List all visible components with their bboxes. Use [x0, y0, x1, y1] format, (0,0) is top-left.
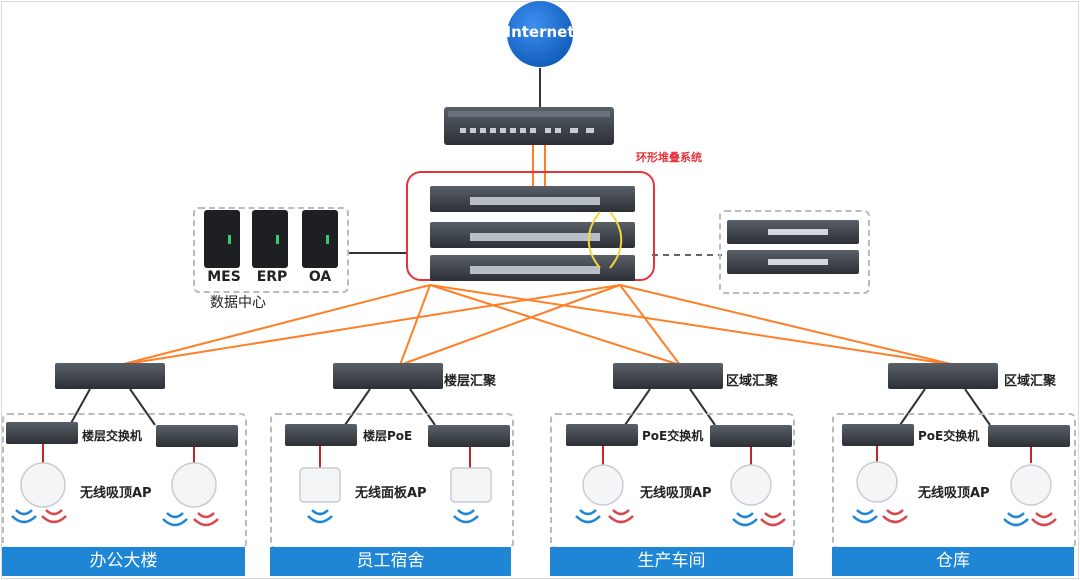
ap-label-office: 无线吸顶AP — [80, 486, 152, 501]
datacenter-box — [193, 207, 349, 293]
wifi-signal-icons — [11, 509, 1057, 527]
firewall-box — [719, 210, 870, 294]
aggregation-switches — [55, 363, 998, 389]
access-label-workshop: PoE交换机 — [642, 429, 704, 443]
access-label-warehouse: PoE交换机 — [918, 429, 980, 443]
aggregation-to-access-links — [69, 388, 991, 426]
server-label-erp: ERP — [256, 269, 288, 285]
zone-bar-warehouse: 仓库 — [832, 547, 1074, 576]
agg-label-workshop: 区域汇聚 — [726, 374, 779, 389]
access-to-ap-links — [42, 444, 1032, 468]
access-label-dorm: 楼层PoE — [363, 429, 413, 443]
firewall-devices — [727, 220, 859, 274]
agg-label-dorm: 楼层汇聚 — [444, 374, 497, 389]
core-router — [444, 107, 614, 145]
zone-bar-dorm: 员工宿舍 — [270, 547, 511, 576]
agg-label-warehouse: 区域汇聚 — [1004, 374, 1057, 389]
panel-ap-icons — [299, 467, 492, 503]
server-icons — [204, 210, 338, 268]
core-stack-switches — [430, 186, 635, 281]
stack-label: 环形堆叠系统 — [636, 151, 702, 164]
zone-bar-workshop: 生产车间 — [550, 547, 793, 576]
internet-icon — [507, 1, 573, 67]
ap-label-dorm: 无线面板AP — [355, 486, 427, 501]
ap-label-warehouse: 无线吸顶AP — [918, 486, 990, 501]
core-to-aggregation-links — [119, 284, 956, 366]
ceiling-ap-icons — [20, 461, 1052, 508]
zone-bar-office: 办公大楼 — [2, 547, 245, 576]
ap-label-workshop: 无线吸顶AP — [640, 486, 712, 501]
datacenter-caption: 数据中心 — [210, 295, 266, 311]
server-label-mes: MES — [207, 269, 241, 285]
server-label-oa: OA — [308, 269, 332, 285]
access-switches — [6, 422, 1070, 447]
access-label-office: 楼层交换机 — [82, 429, 143, 443]
internet-label: Internet — [505, 23, 575, 41]
